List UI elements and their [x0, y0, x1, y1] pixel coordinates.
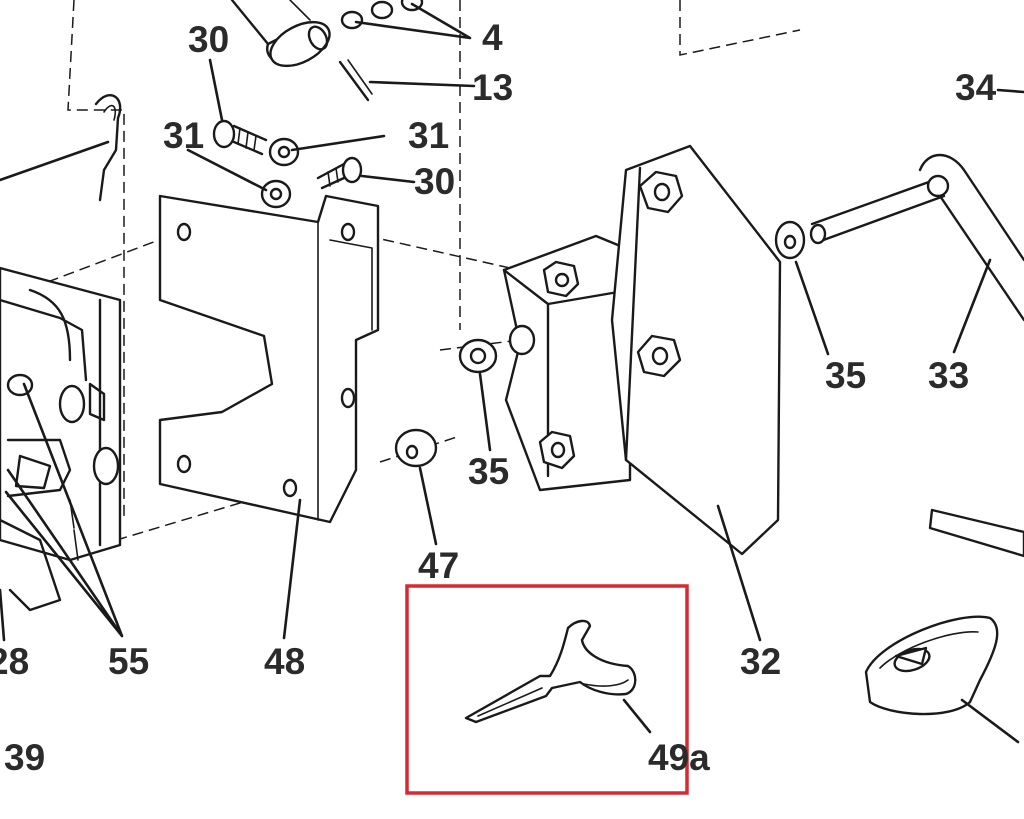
washer-35-mid: [458, 338, 498, 374]
leader-lines: [0, 2, 1024, 734]
support-bracket-32: [502, 144, 782, 556]
label-55: 55: [108, 641, 149, 682]
label-30-right: 30: [414, 161, 455, 202]
highlight-box: [405, 584, 689, 795]
key-fob: [864, 615, 1020, 744]
label-35-right: 35: [825, 355, 866, 396]
label-48: 48: [264, 641, 305, 682]
screw-30-upper: [212, 119, 268, 156]
label-39: 39: [4, 737, 45, 778]
operating-rod-33: [809, 153, 1024, 322]
label-30-top: 30: [188, 19, 229, 60]
upper-linkage: [230, 0, 424, 102]
washer-31-lower: [260, 179, 292, 209]
label-28: 28: [0, 641, 29, 682]
label-4: 4: [482, 17, 503, 58]
label-13: 13: [472, 67, 513, 108]
key-49a: [464, 619, 637, 724]
trim-strip: [928, 508, 1024, 558]
hook-rod: [94, 94, 122, 202]
label-33: 33: [928, 355, 969, 396]
washer-47: [394, 428, 438, 468]
label-49a: 49a: [648, 737, 710, 778]
label-34: 34: [955, 67, 997, 108]
label-47: 47: [418, 545, 459, 586]
label-32: 32: [740, 641, 781, 682]
label-35-mid: 35: [468, 451, 509, 492]
label-31-right: 31: [408, 115, 449, 156]
bracket-plate-48: [158, 194, 380, 524]
washer-35-right: [774, 220, 806, 260]
callout-labels: 4 13 30 31 31 30 34 35 33 35 47 48 32 28…: [0, 17, 997, 778]
lock-mechanism: [0, 266, 122, 612]
label-31-left: 31: [163, 115, 204, 156]
washer-31-upper: [268, 137, 300, 167]
screw-30-lower: [316, 156, 363, 190]
